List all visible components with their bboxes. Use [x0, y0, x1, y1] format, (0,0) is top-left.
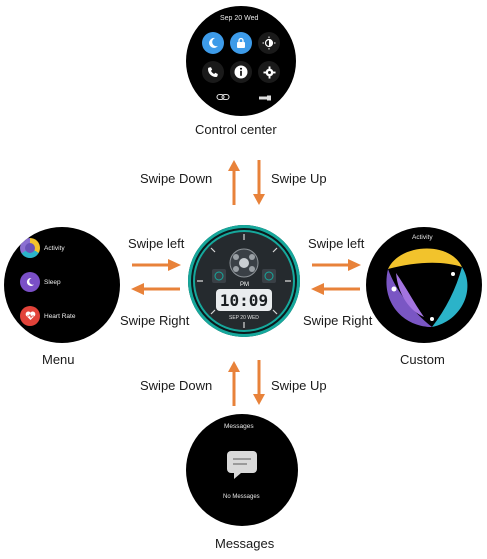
lock-icon — [237, 37, 245, 48]
gesture-label-bottom-up: Swipe Up — [271, 378, 327, 393]
info-icon — [234, 65, 248, 79]
arrow-down-icon — [253, 360, 265, 405]
watch-time-display: 10:09 — [216, 289, 272, 311]
arrow-right-icon — [132, 259, 181, 271]
phone-button[interactable] — [202, 61, 224, 83]
menu-item-sleep[interactable]: Sleep — [20, 272, 61, 292]
control-center-screen[interactable]: Sep 20 Wed — [186, 6, 296, 116]
custom-screen[interactable]: Activity — [366, 227, 482, 343]
watch-ampm: PM — [240, 282, 249, 288]
link-icon[interactable] — [216, 93, 230, 101]
menu-item-label: Activity — [44, 244, 65, 252]
gesture-label-bottom-down: Swipe Down — [140, 378, 213, 393]
watch-time: 10:09 — [219, 290, 269, 310]
messages-caption: Messages — [215, 536, 275, 551]
settings-button[interactable] — [258, 61, 280, 83]
control-center-date: Sep 20 Wed — [220, 15, 259, 22]
messages-screen[interactable]: Messages No Messages — [186, 414, 298, 526]
messages-empty-text: No Messages — [223, 494, 260, 500]
lock-button[interactable] — [230, 32, 252, 54]
menu-item-heart-rate[interactable]: Heart Rate — [20, 306, 75, 326]
do-not-disturb-button[interactable] — [202, 32, 224, 54]
brightness-icon — [262, 36, 276, 50]
menu-item-label: Sleep — [44, 278, 61, 286]
activity-icon — [20, 238, 40, 258]
arrow-left-icon — [131, 283, 180, 295]
menu-caption: Menu — [42, 352, 75, 367]
message-bubble-icon — [227, 451, 257, 479]
gesture-label-left-left: Swipe left — [128, 236, 185, 251]
moon-icon — [209, 37, 218, 48]
gesture-label-top-down: Swipe Down — [140, 171, 213, 186]
gesture-label-right-right: Swipe Right — [303, 313, 373, 328]
menu-item-label: Heart Rate — [44, 312, 76, 320]
control-center-caption: Control center — [195, 122, 277, 137]
arrow-down-icon — [253, 160, 265, 205]
arrow-up-icon — [228, 361, 240, 406]
brightness-button[interactable] — [258, 32, 280, 54]
info-button[interactable] — [230, 61, 252, 83]
menu-item-activity[interactable]: Activity — [20, 238, 65, 258]
watch-date: SEP 20 WED — [229, 315, 259, 321]
menu-screen[interactable]: Activity Sleep Heart Rate — [4, 227, 120, 343]
phone-icon — [207, 67, 218, 78]
gesture-label-right-left: Swipe left — [308, 236, 365, 251]
heart-rate-icon — [20, 306, 40, 326]
arrow-right-icon — [312, 259, 361, 271]
custom-caption: Custom — [400, 352, 445, 367]
gesture-label-left-right: Swipe Right — [120, 313, 190, 328]
custom-header: Activity — [412, 234, 433, 241]
gesture-label-top-up: Swipe Up — [271, 171, 327, 186]
arrow-left-icon — [311, 283, 360, 295]
sleep-icon — [20, 272, 40, 292]
activity-rings-graphic — [386, 248, 468, 327]
gear-icon — [262, 65, 276, 79]
flashlight-icon[interactable] — [258, 94, 272, 102]
messages-header: Messages — [224, 423, 254, 430]
watch-face-screen[interactable]: PM 10:09 SEP 20 WED — [188, 225, 300, 337]
arrow-up-icon — [228, 160, 240, 205]
